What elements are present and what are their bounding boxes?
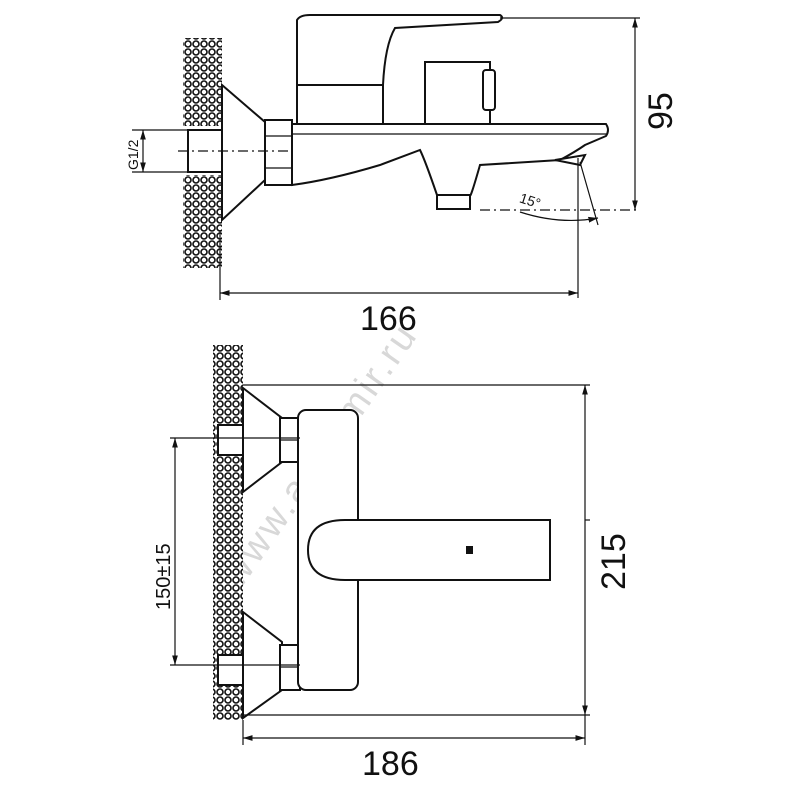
lever-handle — [306, 519, 551, 581]
depth-dimension-label: 215 — [595, 533, 633, 590]
escutcheon-upper — [242, 385, 283, 495]
cartridge-housing — [296, 84, 384, 125]
side-cap — [424, 61, 491, 125]
height-dimension-label: 95 — [642, 92, 680, 130]
spacing-dimension-label: 150±15 — [153, 543, 175, 610]
spout-body — [291, 123, 609, 197]
escutcheon — [221, 82, 266, 223]
side-view: 95 15° G1/2 166 — [125, 14, 680, 338]
angle-arc — [519, 211, 599, 223]
inlet-pipe-upper — [217, 424, 244, 456]
hex-nut — [264, 119, 293, 186]
width-dimension-label: 186 — [362, 745, 419, 783]
wall-hatch-lower — [183, 175, 222, 268]
wall-hatch-upper — [183, 38, 222, 126]
length-dimension-label: 166 — [360, 300, 417, 338]
inlet-pipe-lower — [217, 654, 244, 686]
angle-label: 15° — [518, 190, 543, 212]
diverter-knob — [436, 194, 471, 210]
thread-label: G1/2 — [125, 139, 141, 170]
top-view: 215 150±15 186 — [153, 345, 633, 783]
